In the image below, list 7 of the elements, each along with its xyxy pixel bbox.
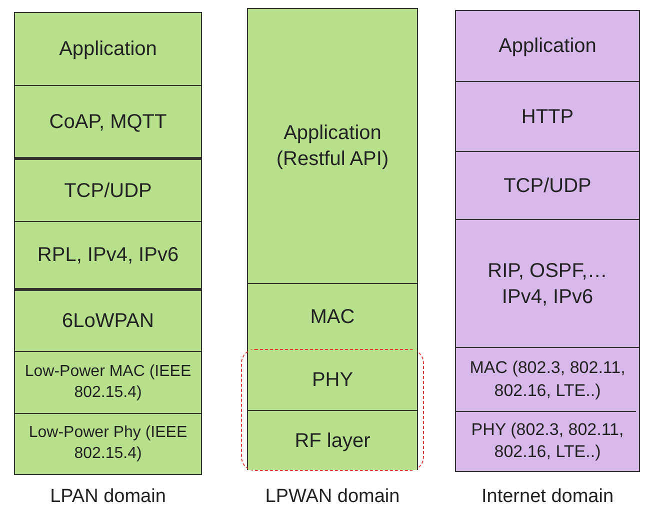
protocol-layer: RF layer [248, 410, 417, 470]
domain-label: Internet domain [481, 486, 614, 508]
domain-label: LPWAN domain [265, 486, 400, 508]
protocol-stack-column [14, 12, 202, 475]
domain-label: LPAN domain [50, 486, 166, 508]
dashed-highlight-region [241, 349, 424, 471]
protocol-stack-column [455, 10, 640, 472]
